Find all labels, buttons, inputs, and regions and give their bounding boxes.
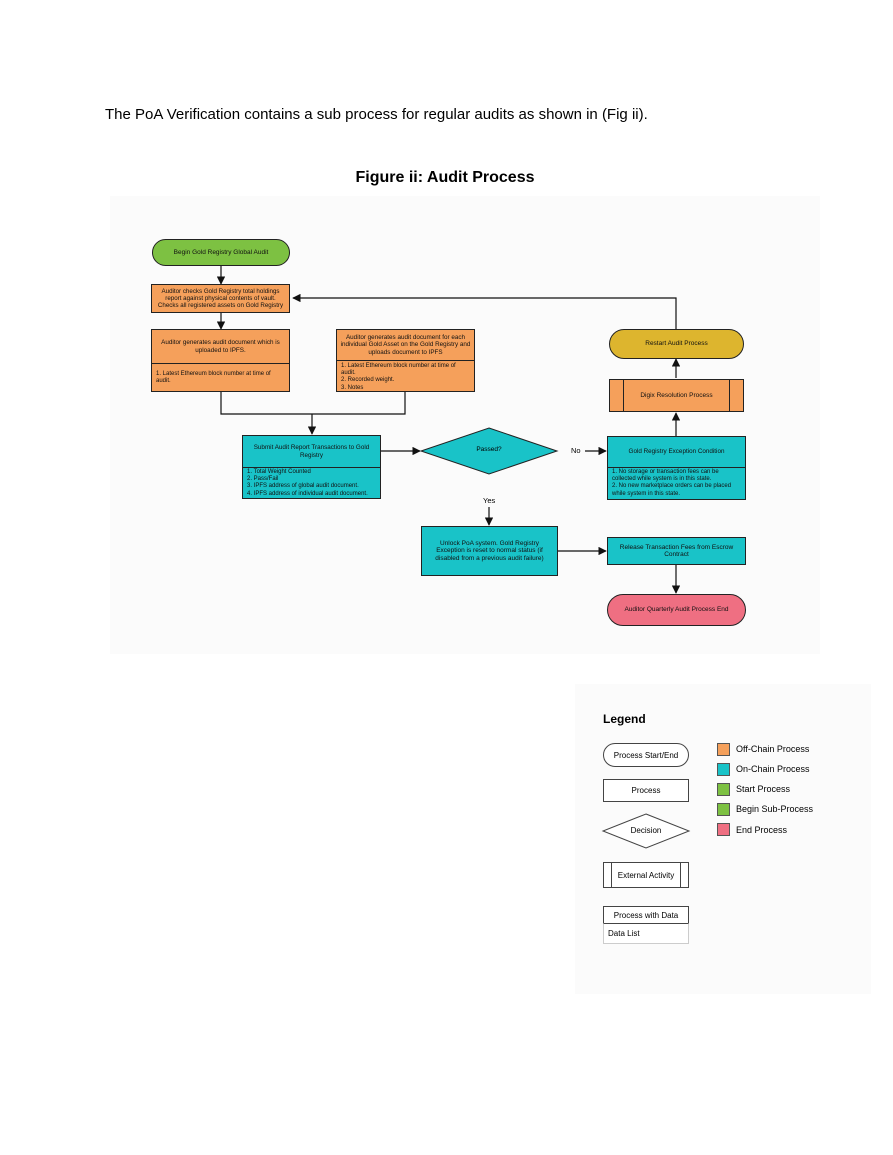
data-item: 4. IPFS address of individual audit docu…: [247, 490, 368, 497]
legend-label-begin-sub: Begin Sub-Process: [736, 804, 814, 814]
data-item: 1. Latest Ethereum block number at time …: [156, 371, 271, 385]
data-item: 2. Recorded weight.: [341, 377, 395, 384]
submit-audit-report-node: Submit Audit Report Transactions to Gold…: [242, 435, 381, 499]
audit-document-global-title: Auditor generates audit document which i…: [161, 339, 280, 354]
legend-swatch-off-chain: [717, 743, 730, 756]
legend-title: Legend: [603, 712, 646, 726]
legend-process-shape: Process: [603, 779, 689, 802]
no-label: No: [571, 446, 581, 455]
external-bar-right: [680, 863, 681, 887]
data-item: 3. IPFS address of global audit document…: [247, 483, 359, 490]
merge-connector: [220, 392, 406, 415]
external-bar-right: [729, 380, 730, 411]
unlock-poa-node: Unlock PoA system. Gold Registry Excepti…: [421, 526, 558, 576]
data-item: 3. Notes: [341, 384, 364, 391]
legend-swatch-on-chain: [717, 763, 730, 776]
audit-document-global-data: 1. Latest Ethereum block number at time …: [152, 363, 289, 392]
data-item: 1. No storage or transaction fees can be…: [612, 469, 719, 483]
digix-resolution-node: Digix Resolution Process: [609, 379, 744, 412]
legend-swatch-begin-sub: [717, 803, 730, 816]
end-audit-node: Auditor Quarterly Audit Process End: [607, 594, 746, 626]
data-item: 1. Total Weight Counted: [247, 469, 311, 475]
audit-document-individual-title: Auditor generates audit document for eac…: [340, 333, 471, 356]
release-fees-node: Release Transaction Fees from Escrow Con…: [607, 537, 746, 565]
decision-label: Passed?: [476, 446, 502, 453]
legend-external-shape: External Activity: [603, 862, 689, 888]
legend-decision-shape: [601, 813, 691, 849]
legend-data-list-label: Data List: [608, 929, 640, 938]
begin-audit-node: Begin Gold Registry Global Audit: [152, 239, 290, 266]
flowchart-background: [110, 196, 820, 654]
restart-audit-node: Restart Audit Process: [609, 329, 744, 359]
auditor-checks-node: Auditor checks Gold Registry total holdi…: [151, 284, 290, 313]
data-item: 1. Latest Ethereum block number at time …: [341, 363, 456, 377]
figure-title: Figure ii: Audit Process: [355, 169, 535, 186]
legend-decision-label: Decision: [630, 826, 662, 835]
legend-label-end: End Process: [736, 825, 788, 835]
arrow-restart-loop: [292, 293, 677, 329]
submit-audit-report-title: Submit Audit Report Transactions to Gold…: [253, 444, 370, 459]
audit-document-global-node: Auditor generates audit document which i…: [151, 329, 290, 392]
decision-diamond: [419, 427, 559, 475]
external-bar-left: [623, 380, 624, 411]
exception-condition-node: Gold Registry Exception Condition 1. No …: [607, 436, 746, 500]
legend-swatch-end: [717, 823, 730, 836]
legend-label-off-chain: Off-Chain Process: [736, 744, 810, 754]
legend-external-label: External Activity: [617, 870, 675, 880]
legend-swatch-start: [717, 783, 730, 796]
digix-resolution-label: Digix Resolution Process: [640, 391, 713, 399]
data-item: 2. Pass/Fail: [247, 476, 279, 483]
external-bar-left: [611, 863, 612, 887]
intro-paragraph: The PoA Verification contains a sub proc…: [105, 106, 648, 123]
audit-document-individual-data: 1. Latest Ethereum block number at time …: [337, 360, 474, 392]
data-item: 2. No new marketplace orders can be plac…: [612, 483, 732, 497]
legend-label-on-chain: On-Chain Process: [736, 764, 810, 774]
legend-label-start: Start Process: [736, 784, 791, 794]
exception-condition-title: Gold Registry Exception Condition: [628, 448, 725, 456]
legend-process-with-data-shape: Process with Data: [603, 906, 689, 924]
audit-document-individual-node: Auditor generates audit document for eac…: [336, 329, 475, 392]
legend-start-end-shape: Process Start/End: [603, 743, 689, 767]
legend-data-list-shape: Data List: [603, 923, 689, 944]
submit-audit-report-data: 1. Total Weight Counted 2. Pass/Fail 3. …: [243, 467, 380, 499]
exception-condition-data: 1. No storage or transaction fees can be…: [608, 467, 745, 500]
yes-label: Yes: [483, 496, 496, 505]
